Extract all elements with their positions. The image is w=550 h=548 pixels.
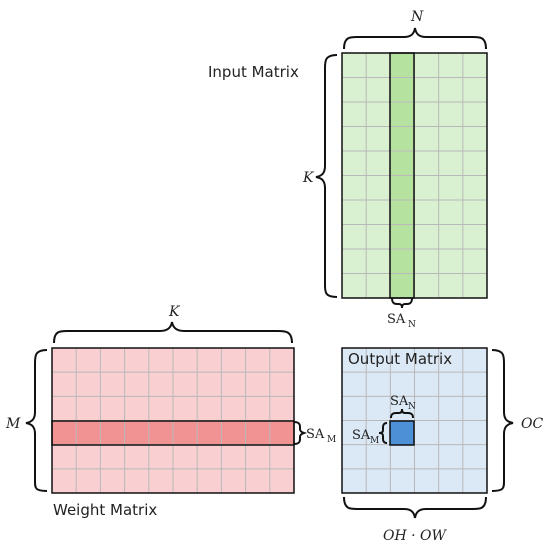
input-matrix-bottom-subscript: N	[408, 320, 416, 330]
weight-matrix-side-label: M	[5, 416, 21, 432]
output-matrix-border	[341, 347, 488, 494]
output-matrix-inner-top-subscript: N	[408, 402, 416, 412]
weight-matrix-right-brace	[293, 421, 308, 445]
input-matrix	[341, 52, 488, 299]
output-matrix-inner-top-brace	[390, 408, 414, 419]
input-matrix-top-label: N	[410, 9, 424, 25]
output-matrix-inner-left-brace	[378, 422, 388, 444]
weight-matrix-title: Weight Matrix	[53, 501, 157, 519]
output-matrix-right-label: OC	[521, 416, 543, 432]
weight-matrix-side-brace	[25, 349, 48, 492]
input-matrix-side-brace	[315, 54, 338, 298]
weight-matrix-right-label: SA	[306, 427, 325, 442]
input-matrix-bottom-label: SA	[387, 312, 406, 327]
output-matrix-inner-left-subscript: M	[370, 436, 379, 446]
weight-matrix-top-label: K	[168, 304, 181, 320]
weight-matrix	[51, 347, 295, 494]
weight-matrix-top-brace	[53, 321, 293, 344]
output-matrix	[341, 347, 488, 494]
weight-matrix-border	[51, 347, 295, 494]
output-matrix-bottom-brace	[343, 496, 487, 519]
output-matrix-inner-left-label: SA	[352, 428, 371, 443]
output-matrix-grid	[342, 348, 487, 493]
weight-matrix-right-subscript: M	[327, 435, 336, 445]
output-matrix-inner-top-label: SA	[390, 394, 409, 409]
input-matrix-top-brace	[343, 27, 487, 50]
output-matrix-highlight-cell	[389, 420, 415, 446]
output-matrix-title: Output Matrix	[348, 350, 452, 368]
input-matrix-bottom-brace	[391, 297, 413, 309]
output-matrix-right-brace	[491, 349, 514, 492]
input-matrix-title: Input Matrix	[208, 63, 299, 81]
output-matrix-bottom-label: OH · OW	[383, 528, 448, 544]
input-matrix-border	[341, 52, 488, 299]
input-matrix-side-label: K	[302, 170, 315, 186]
